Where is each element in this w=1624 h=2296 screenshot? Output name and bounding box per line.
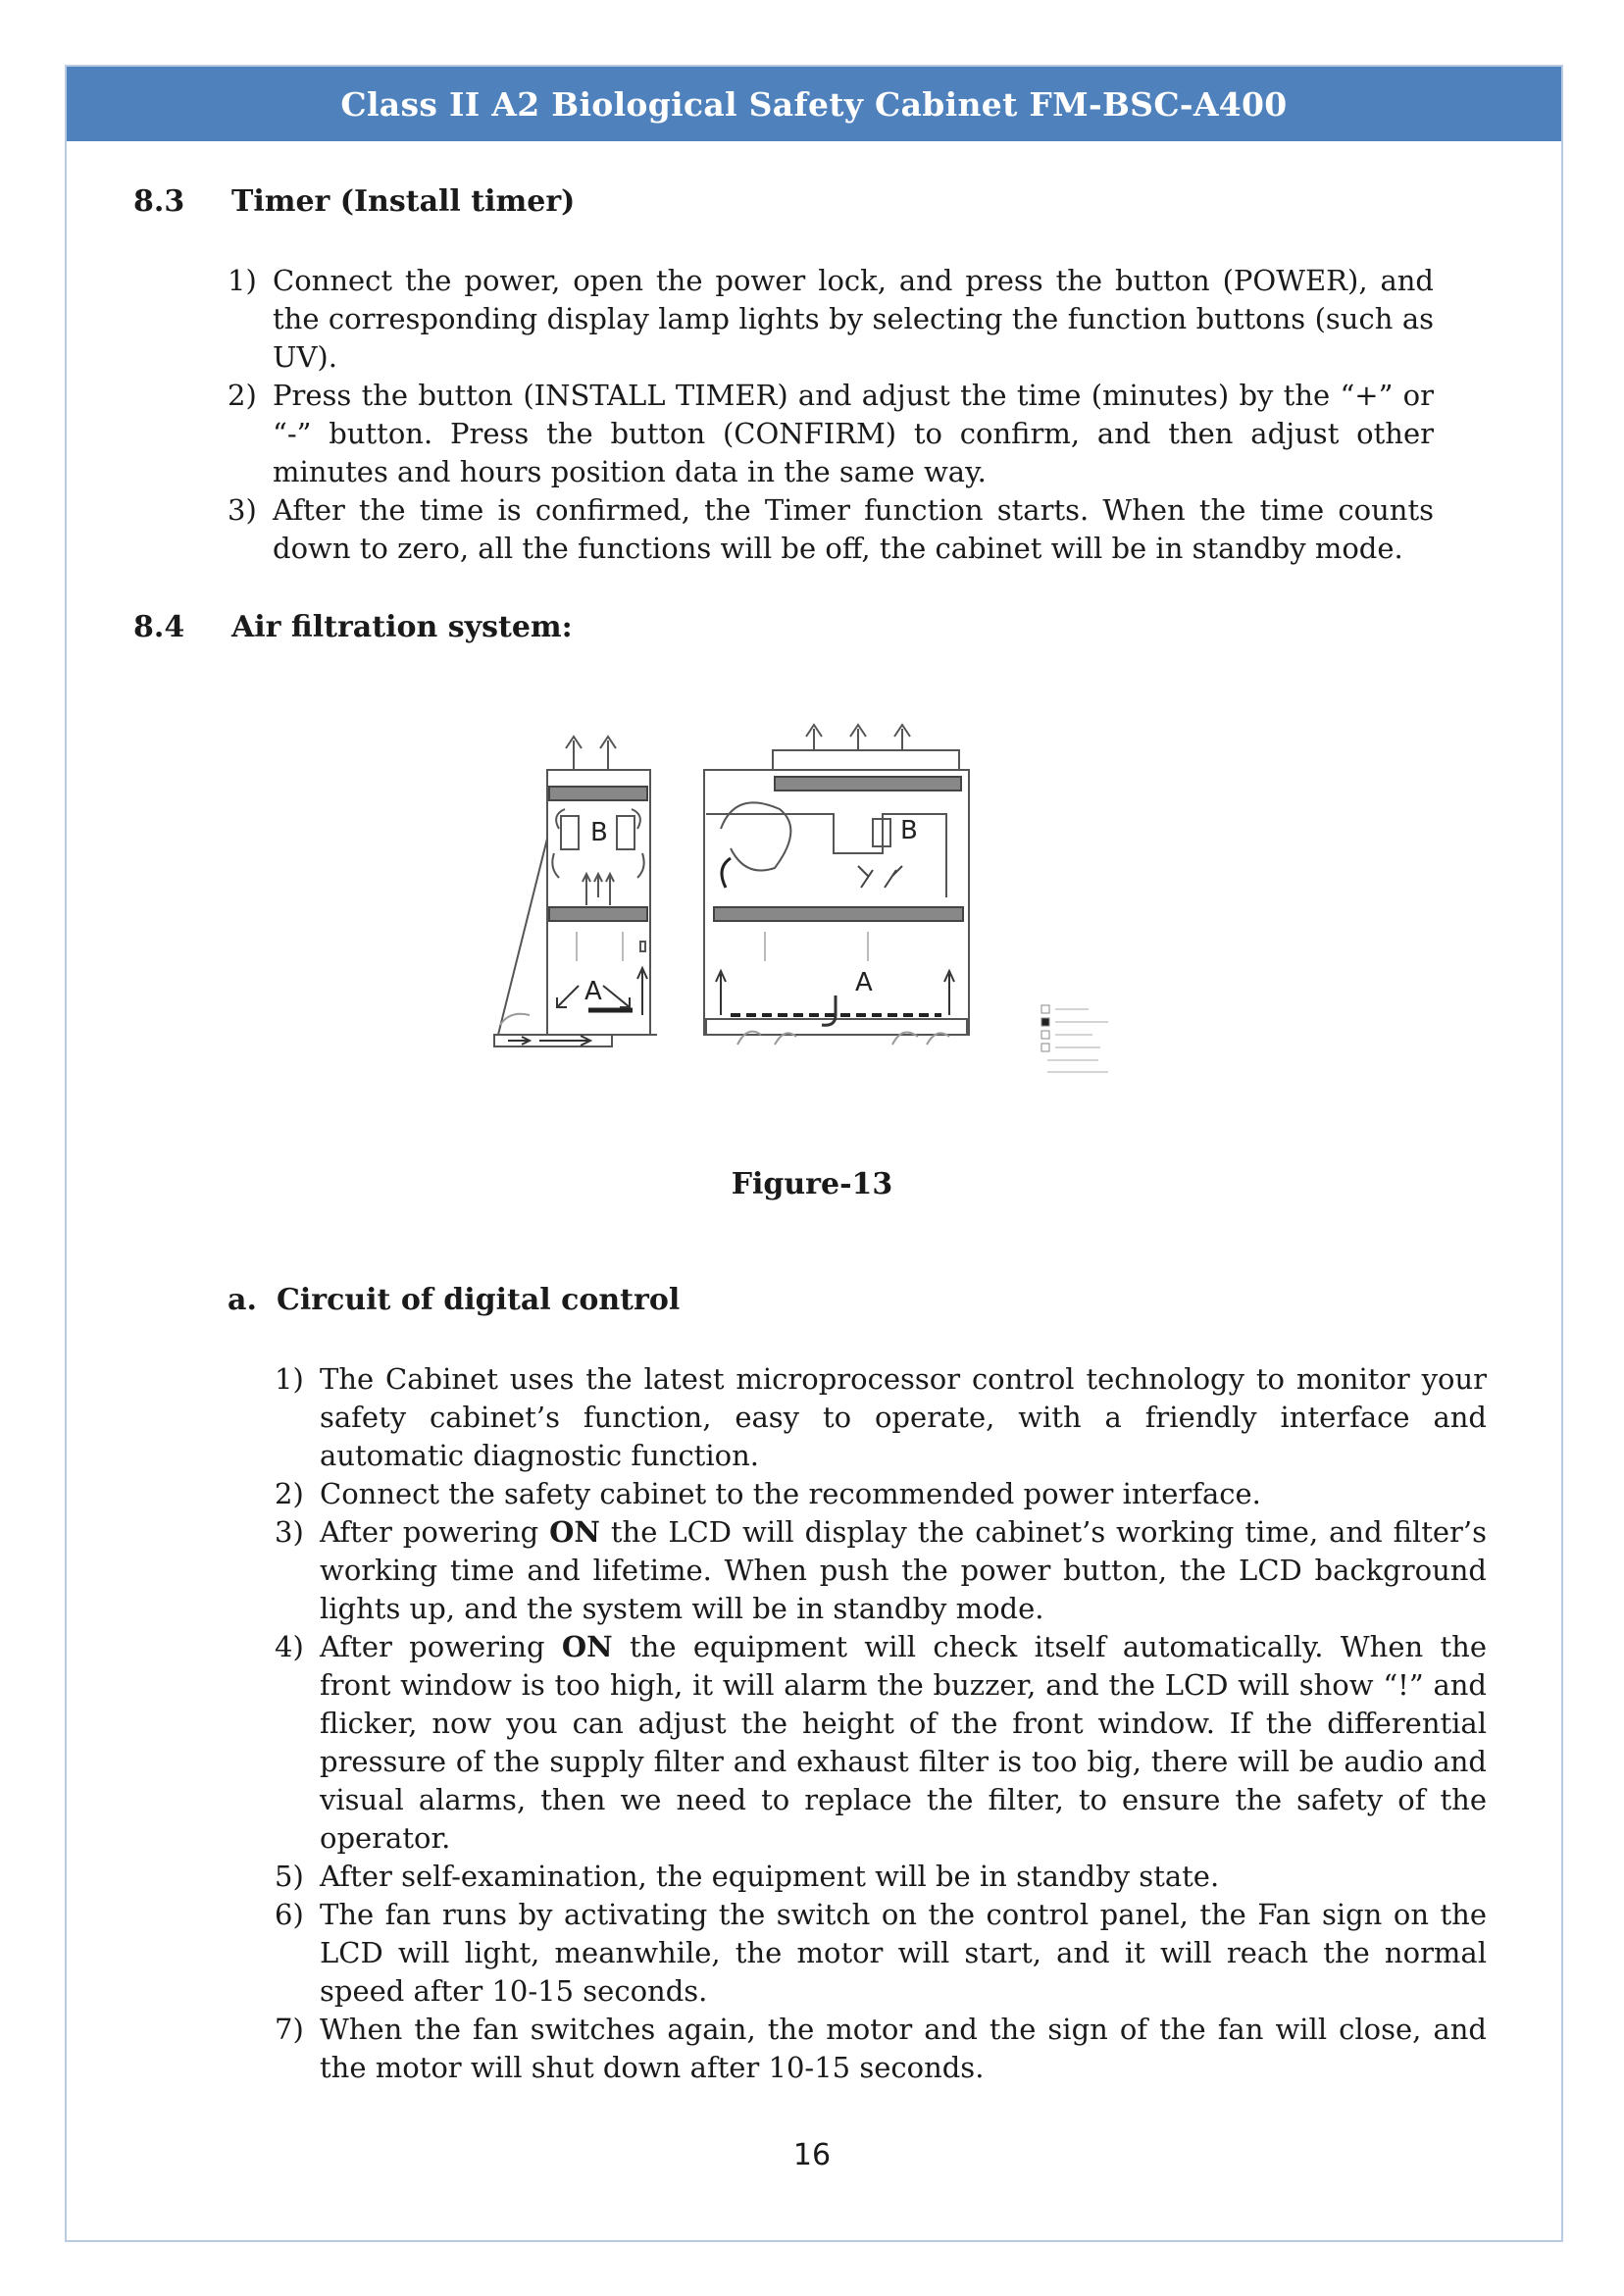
item-text: The Cabinet uses the latest microprocess… (320, 1362, 1487, 1472)
on-keyword: ON (549, 1515, 600, 1549)
side-view-cabinet (493, 735, 657, 1047)
item-number: 3) (275, 1515, 304, 1549)
figure-caption: Figure-13 (731, 1167, 893, 1201)
section-number: 8.3 (133, 184, 185, 219)
item-number: 1) (275, 1362, 304, 1396)
item-text: Connect the safety cabinet to the recomm… (320, 1477, 1261, 1510)
section-title: Timer (Install timer) (231, 184, 576, 219)
header-title: Class II A2 Biological Safety Cabinet FM… (340, 84, 1288, 124)
subsection-a-heading: a. Circuit of digital control (228, 1283, 680, 1317)
item-number: 4) (275, 1630, 304, 1663)
subsection-title: Circuit of digital control (277, 1283, 681, 1317)
left-label-a: A (584, 977, 602, 1006)
list-item: 3) After powering ON the LCD will display… (275, 1513, 1487, 1628)
item-number: 5) (275, 1860, 304, 1893)
right-label-a: A (855, 968, 873, 997)
front-view-cabinet (703, 723, 970, 1046)
item-number: 2) (228, 379, 257, 412)
item-text: Connect the power, open the power lock, … (273, 264, 1434, 374)
timer-steps-list: 1) Connect the power, open the power lock… (228, 262, 1434, 568)
page-header: Class II A2 Biological Safety Cabinet FM… (67, 67, 1561, 141)
right-label-b: B (900, 816, 918, 845)
item-text: the LCD will display the cabinet’s worki… (320, 1515, 1488, 1625)
figure-legend (1040, 1004, 1108, 1073)
list-item: 2) Press the button (INSTALL TIMER) and a… (228, 377, 1434, 491)
item-number: 7) (275, 2013, 304, 2046)
list-item: 7) When the fan switches again, the motor… (275, 2011, 1487, 2087)
section-number: 8.4 (133, 610, 185, 644)
list-item: 1) Connect the power, open the power lock… (228, 262, 1434, 377)
list-item: 3) After the time is confirmed, the Timer… (228, 491, 1434, 568)
list-item: 5) After self-examination, the equipment … (275, 1858, 1487, 1896)
list-item: 6) The fan runs by activating the switch … (275, 1896, 1487, 2011)
item-text: The fan runs by activating the switch on… (320, 1898, 1487, 2008)
item-text: After the time is confirmed, the Timer f… (273, 493, 1434, 565)
item-number: 1) (228, 264, 257, 297)
airflow-diagram-figure: B A B A (493, 723, 1108, 1073)
item-text: After self-examination, the equipment wi… (320, 1860, 1220, 1893)
item-number: 6) (275, 1898, 304, 1931)
item-text: After powering (320, 1630, 562, 1663)
on-keyword: ON (561, 1630, 613, 1663)
list-item: 1) The Cabinet uses the latest microproce… (275, 1360, 1487, 1475)
list-item: 2) Connect the safety cabinet to the reco… (275, 1475, 1487, 1513)
item-text: the equipment will check itself automati… (320, 1630, 1487, 1855)
page-number: 16 (792, 2138, 832, 2172)
item-number: 3) (228, 493, 257, 527)
list-item: 4) After powering ON the equipment will c… (275, 1628, 1487, 1858)
section-title: Air filtration system: (231, 610, 573, 644)
page-frame (65, 65, 1563, 2242)
subsection-letter: a. (228, 1283, 257, 1317)
item-text: After powering (320, 1515, 550, 1549)
left-label-b: B (590, 818, 608, 847)
digital-control-list: 1) The Cabinet uses the latest microproce… (275, 1360, 1487, 2087)
item-number: 2) (275, 1477, 304, 1510)
item-text: When the fan switches again, the motor a… (320, 2013, 1487, 2084)
item-text: Press the button (INSTALL TIMER) and adj… (273, 379, 1434, 488)
